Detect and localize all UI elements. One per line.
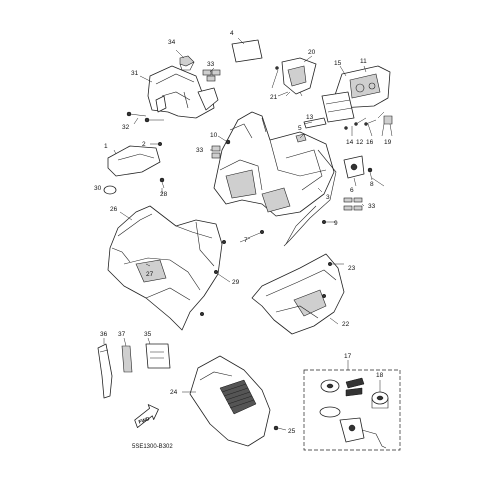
part-36-strap [97, 343, 113, 399]
callout-34: 34 [168, 39, 176, 46]
callout-7: 7 [244, 237, 248, 244]
part-12-16-14-screws [344, 111, 393, 130]
part-6-switch-cover [343, 155, 365, 179]
callout-16: 16 [366, 139, 374, 146]
callout-23: 23 [348, 265, 356, 272]
fwd-arrow [134, 404, 159, 429]
part-33-clips-top [202, 69, 221, 82]
part-30-grommet [103, 185, 117, 195]
callout-36: 36 [100, 331, 108, 338]
callout-33b: 33 [196, 147, 204, 154]
callout-9: 9 [334, 220, 338, 227]
callout-6: 6 [350, 187, 354, 194]
callout-33c: 33 [368, 203, 376, 210]
callout-21: 21 [270, 94, 278, 101]
part-13-bracket [303, 117, 327, 129]
callout-labels: 34 4 20 33 31 15 11 21 32 13 5 10 2 1 33… [94, 30, 392, 450]
part-2-screw [150, 141, 163, 147]
part-20-bracket [275, 57, 317, 97]
diagram-code: 5SE1300-B302 [132, 444, 173, 450]
part-3-leg-shield [213, 111, 337, 247]
callout-32: 32 [122, 124, 130, 131]
part-1-cover [107, 145, 161, 177]
callout-17: 17 [344, 353, 352, 360]
callout-5: 5 [298, 125, 302, 132]
part-4-plate [231, 39, 263, 63]
callout-4: 4 [230, 30, 234, 37]
part-24-grille-panel [189, 355, 271, 447]
callout-31: 31 [131, 70, 139, 77]
part-33-clips-left [211, 145, 221, 159]
callout-1: 1 [104, 143, 108, 150]
callout-15: 15 [334, 60, 342, 67]
part-31-rear-panel [147, 65, 219, 119]
part-7-screw [247, 229, 265, 239]
callout-37: 37 [118, 331, 126, 338]
callout-35: 35 [144, 331, 152, 338]
part-5-clip [295, 133, 307, 143]
callout-22: 22 [342, 321, 350, 328]
part-37-label [121, 345, 133, 373]
part-8-screw [367, 167, 373, 181]
part-23-screws [321, 261, 333, 299]
part-22-under-cover [251, 253, 345, 335]
part-9-screw [321, 219, 336, 225]
part-35-label [145, 343, 171, 369]
callout-26: 26 [110, 206, 118, 213]
callout-33a: 33 [207, 61, 215, 68]
part-33-clips-right [343, 197, 363, 211]
callout-19: 19 [384, 139, 392, 146]
part-32-screws [126, 111, 164, 123]
callout-10: 10 [210, 132, 218, 139]
callout-14: 14 [346, 139, 354, 146]
part-26-front-cover [107, 205, 223, 331]
fwd-label: FWD [138, 416, 151, 426]
leader-lines [103, 37, 393, 393]
callout-30: 30 [94, 185, 102, 192]
callout-27: 27 [146, 271, 154, 278]
part-28-screw [159, 177, 165, 189]
part-34-cap [179, 55, 195, 71]
callout-29: 29 [232, 279, 240, 286]
callout-13: 13 [306, 114, 314, 121]
callout-12: 12 [356, 139, 364, 146]
callout-8: 8 [370, 181, 374, 188]
part-15-meter-board [321, 91, 355, 123]
part-17-lock-set-box [303, 369, 401, 451]
callout-20: 20 [308, 49, 316, 56]
part-25-screw [273, 425, 287, 431]
callout-2: 2 [142, 141, 146, 148]
part-29-screws [199, 239, 227, 317]
callout-28: 28 [160, 191, 168, 198]
callout-3: 3 [326, 194, 330, 201]
callout-25: 25 [288, 428, 296, 435]
callout-11: 11 [360, 58, 367, 65]
callout-24: 24 [170, 389, 178, 396]
part-10-bolt [217, 135, 231, 145]
callout-18: 18 [376, 372, 384, 379]
